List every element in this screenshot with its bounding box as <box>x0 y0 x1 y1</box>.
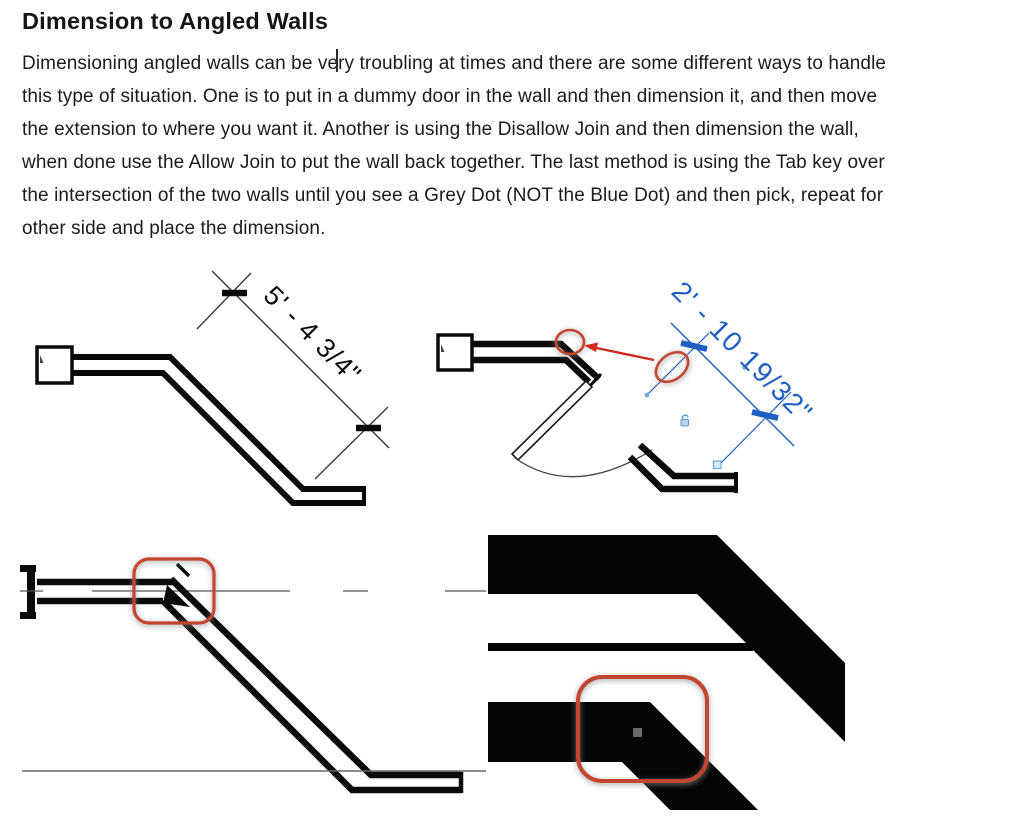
dimension-line <box>211 270 390 449</box>
body-line[interactable]: when done use the Allow Join to put the … <box>22 152 885 173</box>
figure-tab-key-dimension[interactable]: 2' - 10 19/32" <box>436 275 819 493</box>
figure-angled-wall-dimension[interactable]: 5' - 4 3/4" <box>35 270 390 506</box>
section-bracket <box>27 565 35 619</box>
arrow-head <box>584 342 598 352</box>
body-line[interactable]: other side and place the dimension. <box>22 218 326 239</box>
witness-grip-square[interactable] <box>712 460 722 470</box>
witness-line <box>646 332 710 396</box>
section-bracket <box>20 612 36 619</box>
body-line[interactable]: the intersection of the two walls until … <box>22 185 884 206</box>
dimension-black <box>196 270 390 480</box>
inner-face-line <box>488 643 753 651</box>
door-panel <box>510 379 594 462</box>
highlight-box-corner <box>132 557 216 625</box>
wall-outer-line <box>72 354 364 492</box>
grey-dot[interactable] <box>633 728 642 737</box>
dimension-blue <box>646 322 795 468</box>
wall-outer-line <box>472 340 602 382</box>
figures-canvas: 5' - 4 3/4" <box>20 270 845 810</box>
upper-wall-band <box>488 535 845 742</box>
door-swing-arc <box>514 449 653 478</box>
highlight-circle-wall-corner <box>554 328 586 356</box>
corner-wedge <box>163 585 190 607</box>
witness-line <box>716 391 792 468</box>
box-tag-mark <box>40 355 44 363</box>
box-tag-mark <box>441 344 445 352</box>
lower-wall-band <box>488 702 758 810</box>
highlight-circle-witness-point <box>654 350 690 384</box>
figure-zoomed-grey-dot[interactable] <box>488 535 845 810</box>
angled-wall-inner-line <box>160 598 461 794</box>
dimension-tick <box>680 340 708 352</box>
wall2-inner-line <box>627 454 736 493</box>
highlight-box-grey-dot <box>576 675 709 783</box>
dimension-tick <box>751 409 779 421</box>
text-grip-dot[interactable] <box>742 365 747 370</box>
dimension-value: 2' - 10 19/32" <box>666 275 819 428</box>
page-title[interactable]: Dimension to Angled Walls <box>22 8 329 34</box>
witness-line <box>196 272 252 330</box>
wall-inner-line <box>72 370 364 506</box>
wall-end-box <box>436 333 474 372</box>
wall2-outer-line <box>637 442 736 480</box>
wall-end-box <box>35 345 74 385</box>
dimension-value: 5' - 4 3/4" <box>258 280 367 389</box>
figure-disallow-join-wall[interactable] <box>20 557 486 794</box>
body-line[interactable]: this type of situation. One is to put in… <box>22 86 878 107</box>
witness-grip-dot[interactable] <box>644 392 650 398</box>
witness-line <box>314 406 389 480</box>
text-cursor <box>336 49 338 72</box>
section-bracket <box>20 565 36 572</box>
body-line[interactable]: the extension to where you want it. Anot… <box>22 119 859 140</box>
corner-spike <box>175 562 191 578</box>
wall-inner-line <box>472 356 592 385</box>
angled-wall-outer-line <box>168 576 461 779</box>
body-line[interactable]: Dimensioning angled walls can be very tr… <box>22 53 887 74</box>
unlock-constraint-icon[interactable] <box>680 414 689 427</box>
annotation-arrow <box>584 342 655 362</box>
body-paragraph: Dimensioning angled walls can be very tr… <box>22 47 1012 245</box>
